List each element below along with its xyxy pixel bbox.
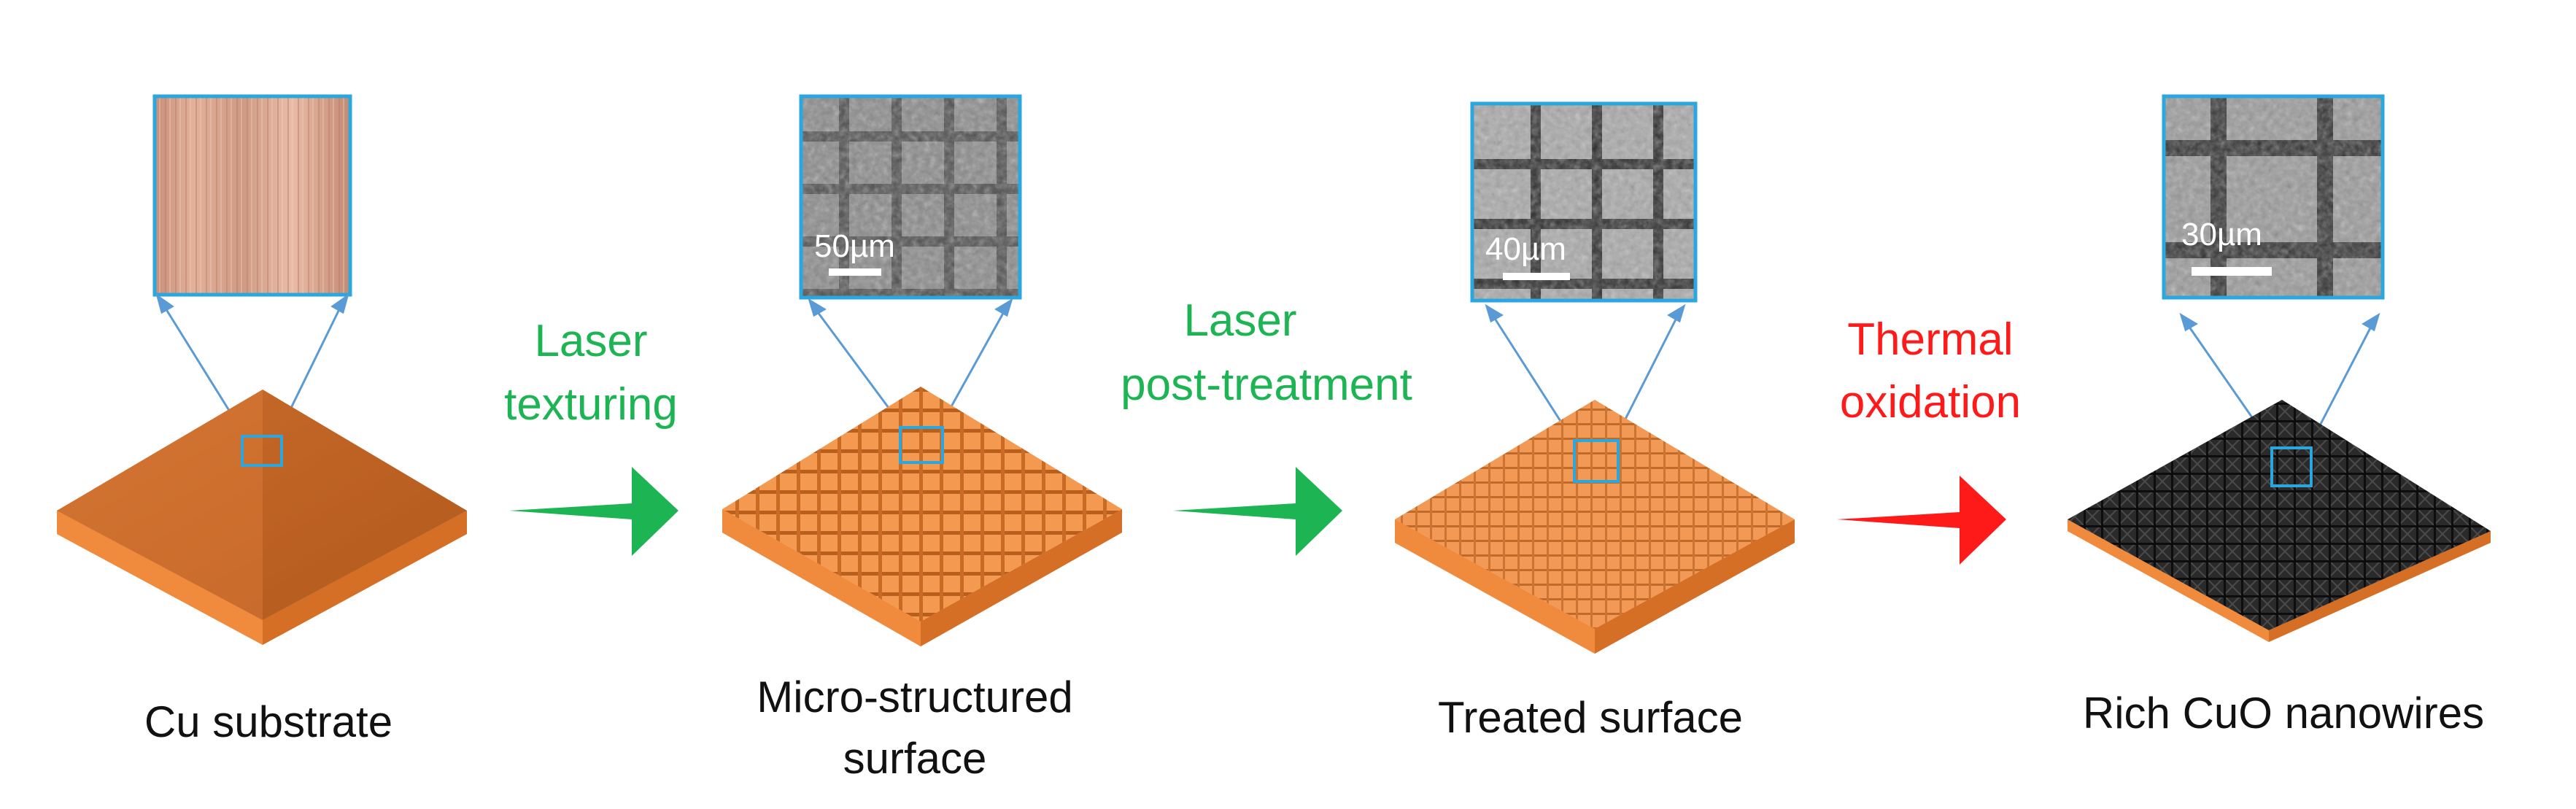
step-label-line2: texturing (504, 379, 678, 430)
zoom-region-marker (899, 426, 944, 464)
arrow-right-icon (509, 467, 678, 556)
arrow-right-icon (1837, 476, 2006, 565)
scale-bar-label: 30µm (2181, 217, 2262, 252)
micrograph-sem-3: 30µm (2162, 94, 2385, 300)
step-thermal-oxidation: Thermal oxidation (1837, 314, 2021, 565)
scale-bar-label: 50µm (814, 228, 895, 264)
step-label-line1: Thermal (1847, 314, 2013, 365)
micrograph-sem-1: 50µm (799, 94, 1022, 300)
stage-label: Cu substrate (144, 697, 392, 746)
micrograph-cu (152, 94, 352, 297)
scale-bar (2192, 267, 2272, 276)
zoom-frame (799, 94, 1022, 300)
step-label-line1: Laser (1183, 295, 1296, 346)
stage-micro-structured: 50µm Micro-structured surface (722, 94, 1122, 783)
zoom-frame (2162, 94, 2385, 300)
textured-plate (722, 387, 1122, 646)
stage-label-line2: surface (843, 734, 987, 783)
step-label-line2: post-treatment (1121, 360, 1412, 410)
step-laser-post-treatment: Laser post-treatment (1121, 295, 1412, 556)
zoom-frame (1470, 101, 1698, 303)
scale-bar (1503, 273, 1570, 280)
scale-bar-label: 40µm (1485, 231, 1566, 267)
treated-plate (1395, 400, 1795, 654)
oxidized-plate (2068, 400, 2491, 642)
step-label-line2: oxidation (1840, 377, 2021, 427)
micrograph-sem-2: 40µm (1470, 101, 1698, 303)
stage-label: Rich CuO nanowires (2083, 689, 2484, 738)
zoom-region-marker (2270, 446, 2313, 487)
step-laser-texturing: Laser texturing (504, 316, 678, 556)
stage-treated-surface: 40µm Treated surface (1395, 101, 1795, 742)
zoom-region-marker (241, 435, 283, 467)
step-label-line1: Laser (534, 316, 647, 366)
zoom-frame (152, 94, 352, 297)
scale-bar (829, 268, 881, 276)
cu-plate (57, 390, 467, 645)
stage-label: Treated surface (1438, 693, 1743, 742)
zoom-region-marker (1573, 439, 1620, 483)
arrow-right-icon (1173, 467, 1342, 556)
stage-label-line1: Micro-structured (757, 673, 1072, 721)
stage-cu-substrate: Cu substrate (57, 94, 467, 746)
stage-rich-cuo-nanowires: 30µm Rich CuO nanowires (2068, 94, 2491, 738)
